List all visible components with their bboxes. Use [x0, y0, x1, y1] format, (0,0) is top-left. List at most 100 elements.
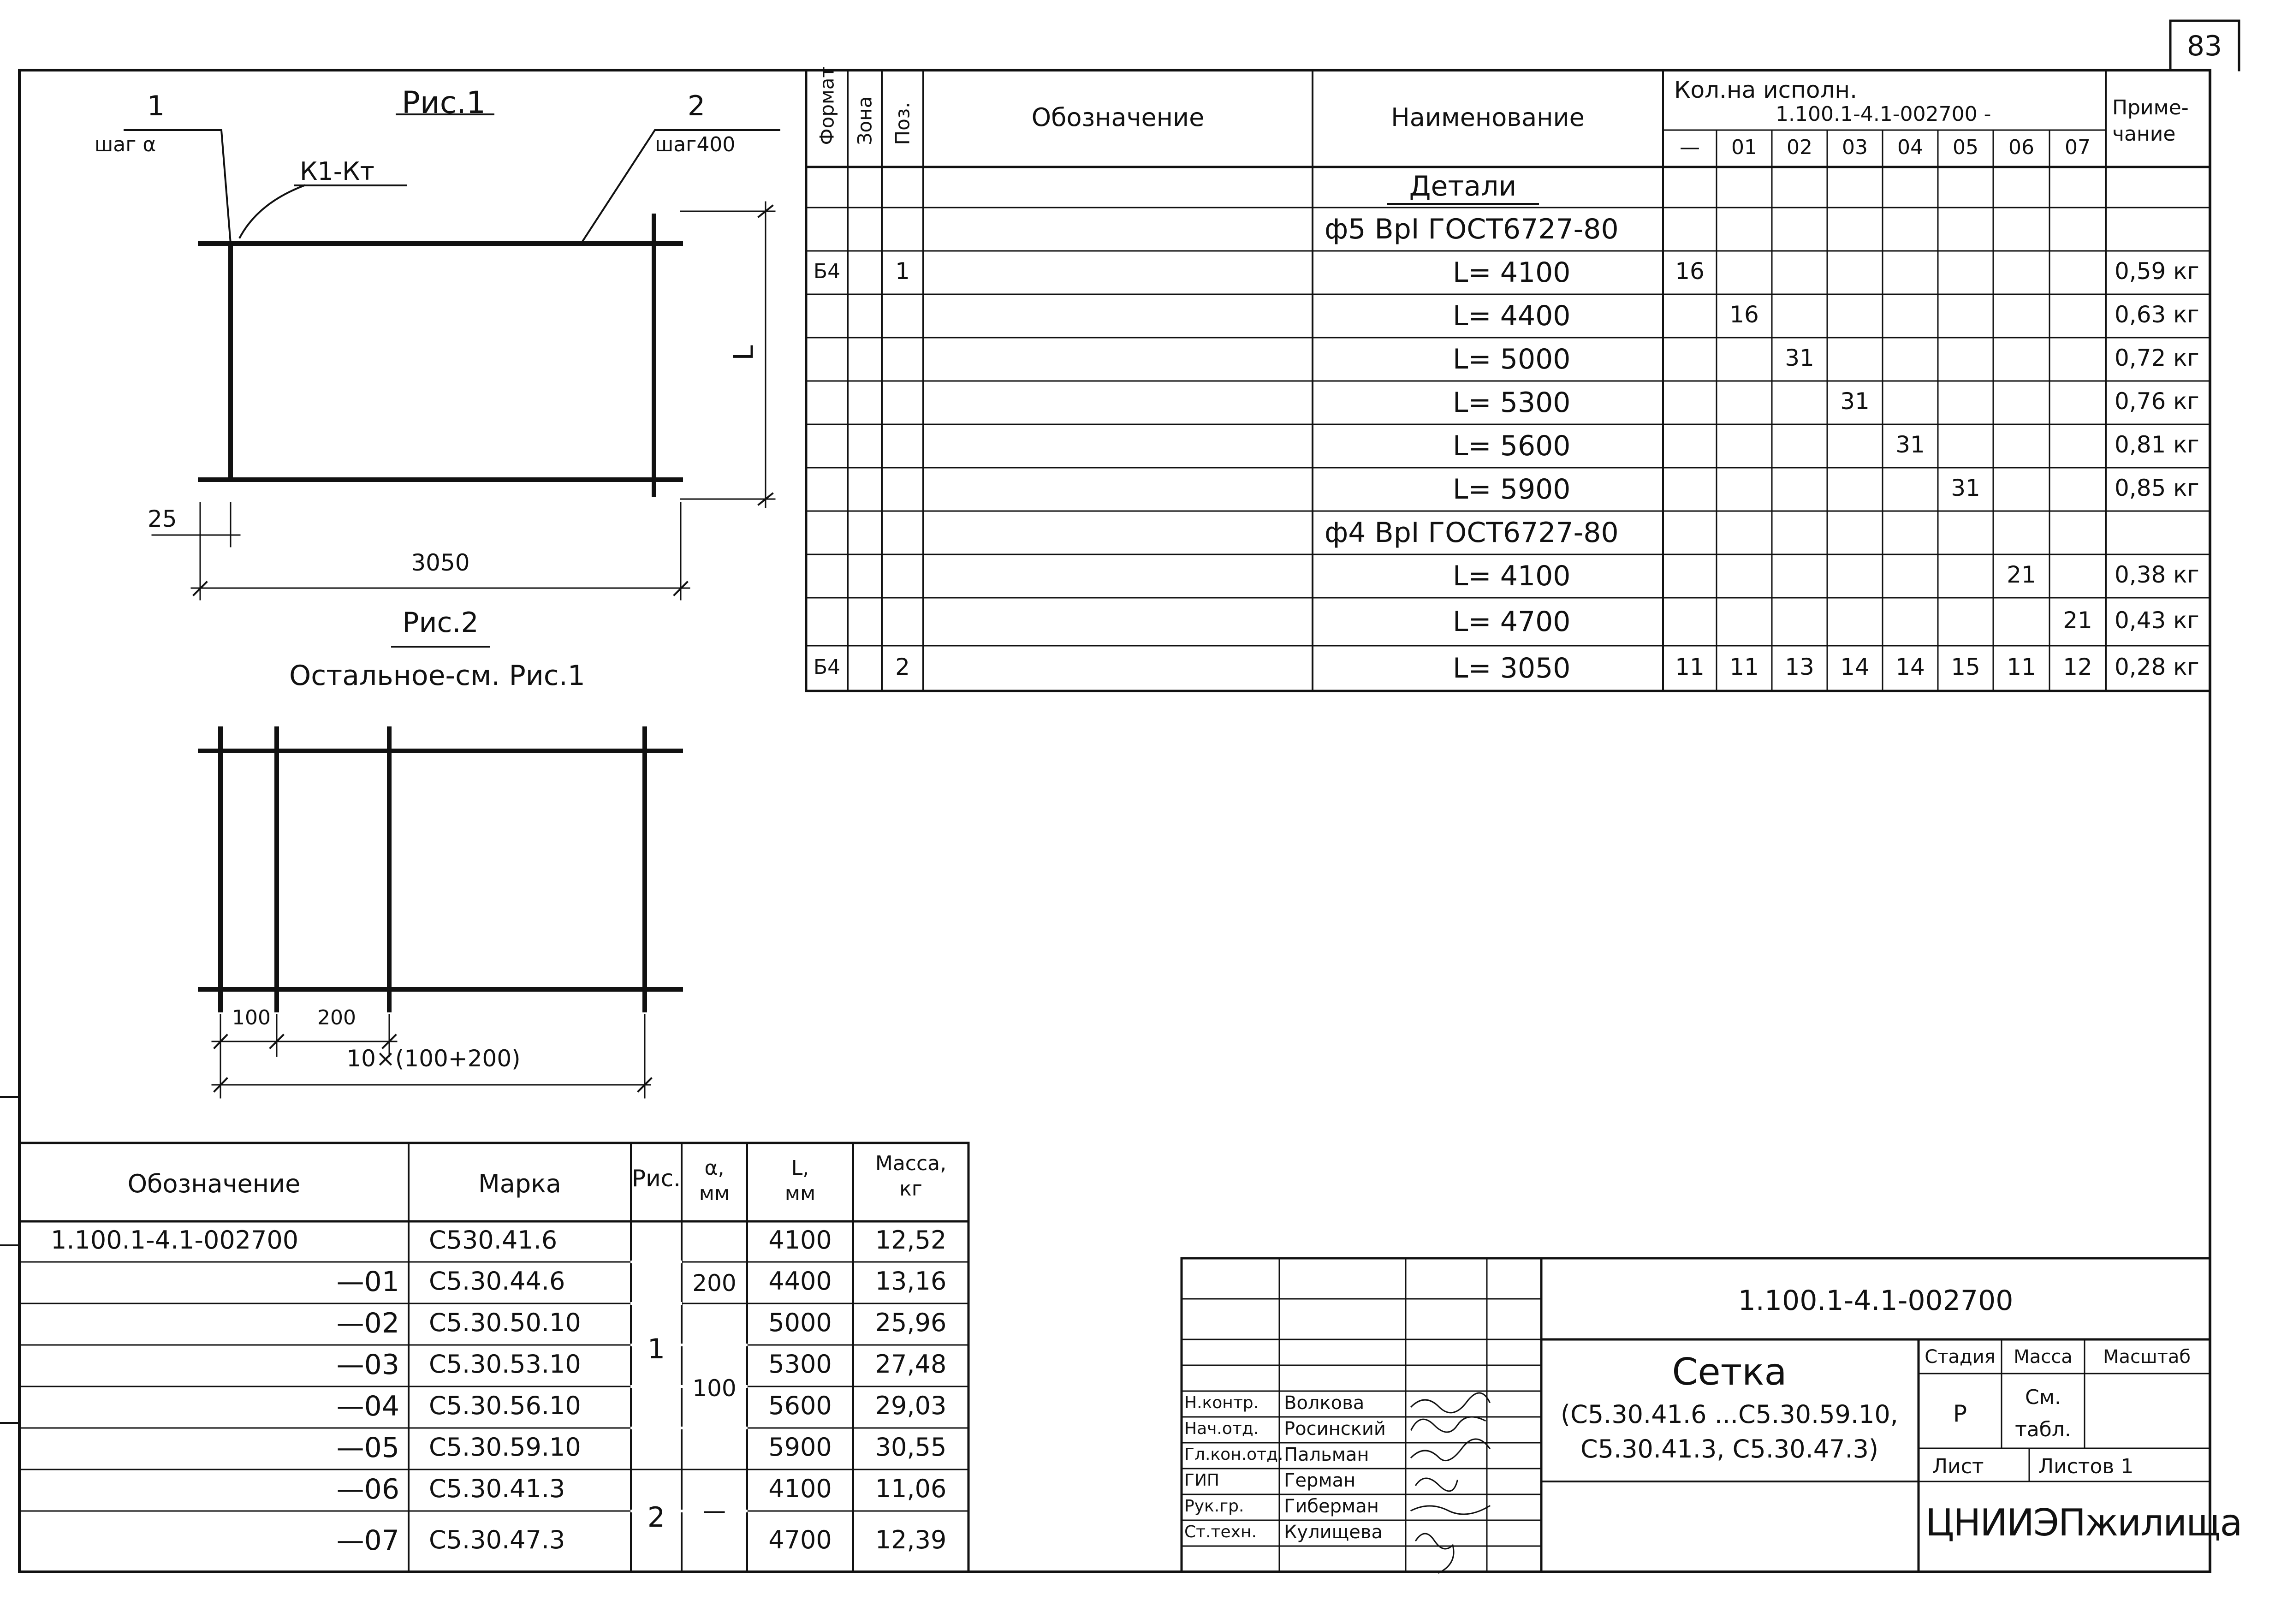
- spec-cell-qty: 31: [1895, 431, 1925, 458]
- fig1-title: Рис.1: [402, 85, 486, 120]
- staff-name: Герман: [1284, 1470, 1356, 1491]
- spec-variant-header-3: 03: [1842, 136, 1868, 159]
- spec-cell-format: Б4: [813, 655, 841, 679]
- spec-cell-note: 0,76 кг: [2115, 388, 2199, 415]
- marks-header-mark: Марка: [478, 1169, 561, 1198]
- title-name: Сетка: [1672, 1350, 1787, 1393]
- title-scale-label: Масштаб: [2103, 1346, 2191, 1368]
- spec-cell-qty: 11: [1675, 654, 1705, 680]
- staff-name: Кулищева: [1284, 1522, 1383, 1543]
- spec-header-pos: Поз.: [891, 102, 914, 145]
- spec-cell-qty: 13: [1785, 654, 1814, 680]
- fig2-note: Остальное-см. Рис.1: [289, 660, 585, 692]
- spec-cell-qty: 31: [1840, 388, 1870, 415]
- spec-cell-note: 0,63 кг: [2115, 301, 2199, 328]
- spec-header-name: Наименование: [1391, 103, 1585, 132]
- spec-cell-note: 0,72 кг: [2115, 345, 2199, 371]
- spec-cell-qty: 21: [2063, 607, 2092, 634]
- spec-cell-qty: 16: [1675, 258, 1705, 285]
- spec-header-qty-title: Кол.на исполн.: [1674, 77, 1857, 103]
- dim-200: 200: [317, 1006, 356, 1029]
- staff-role: Гл.кон.отд.: [1184, 1445, 1283, 1464]
- spec-cell-qty: 14: [1895, 654, 1925, 680]
- spec-cell-name: L= 4100: [1453, 256, 1571, 289]
- staff-name: Гиберман: [1284, 1496, 1379, 1517]
- title-mass-value: См. табл.: [2015, 1386, 2071, 1442]
- title-stage-value: Р: [1953, 1400, 1967, 1427]
- dim-100: 100: [232, 1006, 271, 1029]
- marks-cell-mass: 25,96: [875, 1308, 947, 1337]
- marks-header-fig: Рис.: [631, 1165, 681, 1192]
- marks-cell-L: 4700: [768, 1525, 832, 1554]
- spec-cell-qty: 11: [1729, 654, 1759, 680]
- dim-25: 25: [148, 506, 177, 532]
- title-sheet-label: Лист: [1932, 1455, 1984, 1478]
- spec-header-qty-code: 1.100.1-4.1-002700 -: [1776, 102, 1991, 126]
- spec-variant-header-6: 06: [2008, 136, 2034, 159]
- spec-cell-note: 0,81 кг: [2115, 431, 2199, 458]
- staff-name: Пальман: [1284, 1444, 1369, 1465]
- spec-cell-name: ф5 ВрI ГОСТ6727-80: [1325, 213, 1619, 245]
- marks-cell-designation: —03: [336, 1349, 399, 1381]
- marks-cell-mark: С530.41.6: [429, 1225, 558, 1255]
- marks-cell-designation: —02: [336, 1307, 399, 1339]
- marks-cell-mark: С5.30.41.3: [429, 1474, 565, 1503]
- marks-cell-mark: С5.30.50.10: [429, 1308, 581, 1337]
- marks-a-group-100: 100: [692, 1375, 737, 1402]
- title-subtitle-2: С5.30.41.3, С5.30.47.3): [1580, 1434, 1879, 1463]
- callout-1-number: 1: [147, 90, 165, 122]
- marks-header-mass: Масса, кг: [875, 1152, 947, 1201]
- dim-3050: 3050: [411, 549, 470, 576]
- dim-L: L: [727, 345, 760, 361]
- staff-role: Н.контр.: [1184, 1393, 1259, 1412]
- spec-cell-format: Б4: [813, 260, 841, 283]
- spec-cell-name: L= 5600: [1453, 430, 1571, 462]
- marks-cell-mass: 27,48: [875, 1350, 947, 1379]
- marks-cell-mass: 12,39: [875, 1525, 947, 1554]
- spec-cell-qty: 14: [1840, 654, 1870, 680]
- spec-cell-name: L= 3050: [1453, 652, 1571, 684]
- spec-cell-note: 0,38 кг: [2115, 561, 2199, 588]
- spec-variant-header-7: 07: [2065, 136, 2091, 159]
- spec-cell-name: L= 4100: [1453, 560, 1571, 592]
- marks-cell-mass: 12,52: [875, 1225, 947, 1255]
- spec-header-format: Формат: [815, 66, 838, 145]
- spec-cell-note: 0,85 кг: [2115, 475, 2199, 501]
- fig2-title: Рис.2: [402, 607, 479, 639]
- sheet-number: 83: [2186, 30, 2222, 62]
- staff-name: Росинский: [1284, 1418, 1386, 1440]
- marks-cell-mass: 11,06: [875, 1474, 947, 1503]
- marks-cell-mark: С5.30.56.10: [429, 1391, 581, 1420]
- marks-header-designation: Обозначение: [127, 1169, 301, 1198]
- spec-cell-note: 0,43 кг: [2115, 607, 2199, 634]
- marks-header-a: α, мм: [699, 1156, 730, 1205]
- marks-header-L: L, мм: [784, 1156, 816, 1205]
- title-mass-label: Масса: [2014, 1346, 2073, 1368]
- spec-variant-header-0: —: [1680, 136, 1700, 159]
- marks-cell-designation: —05: [336, 1432, 399, 1464]
- marks-cell-designation: —07: [336, 1524, 399, 1557]
- spec-variant-header-5: 05: [1953, 136, 1978, 159]
- marks-cell-mass: 13,16: [875, 1267, 947, 1296]
- spec-header-designation: Обозначение: [1031, 103, 1205, 132]
- title-doc-code: 1.100.1-4.1-002700: [1738, 1285, 2014, 1317]
- callout-2-number: 2: [687, 90, 706, 122]
- spec-cell-name: L= 5300: [1453, 387, 1571, 419]
- callout-1-label: шаг α: [95, 133, 156, 156]
- spec-variant-header-4: 04: [1897, 136, 1923, 159]
- marks-cell-L: 4400: [768, 1267, 832, 1296]
- marks-cell-designation: —06: [336, 1473, 399, 1505]
- marks-cell-mark: С5.30.53.10: [429, 1350, 581, 1379]
- spec-cell-qty: 16: [1729, 301, 1759, 328]
- spec-header-note: Приме- чание: [2112, 96, 2189, 146]
- marks-cell-L: 4100: [768, 1474, 832, 1503]
- marks-cell-mark: С5.30.59.10: [429, 1433, 581, 1462]
- weld-label: К1-Кт: [300, 157, 374, 186]
- spec-cell-qty: 31: [1951, 475, 1980, 501]
- dim-series: 10×(100+200): [346, 1045, 521, 1072]
- spec-cell-note: 0,59 кг: [2115, 258, 2199, 285]
- title-stage-label: Стадия: [1925, 1346, 1996, 1368]
- staff-name: Волкова: [1284, 1392, 1365, 1414]
